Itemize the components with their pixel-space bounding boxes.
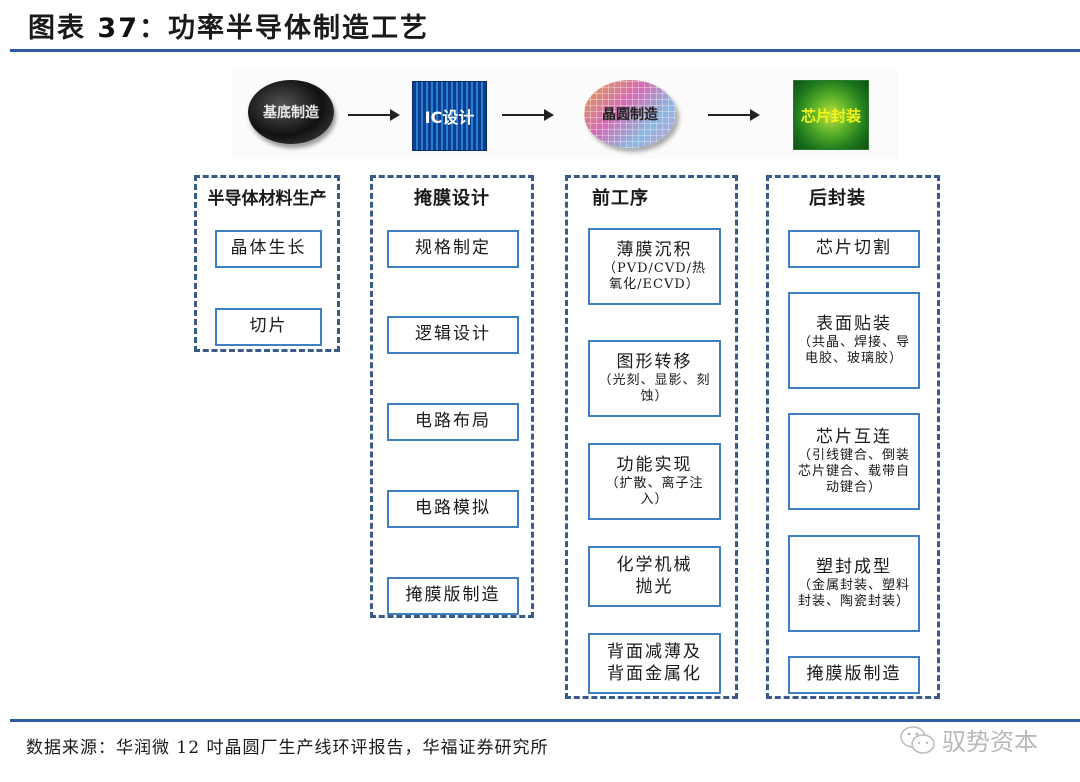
figure-label: 图表 bbox=[28, 13, 86, 44]
step-box: 功能实现 （扩散、离子注入） bbox=[588, 443, 721, 520]
arrow-right-icon bbox=[502, 109, 554, 121]
process-banner: 基底制造 IC设计 晶圆制造 芯片封装 bbox=[232, 68, 898, 158]
watermark-text: 驭势资本 bbox=[942, 728, 1038, 756]
stage-label: IC设计 bbox=[424, 108, 475, 127]
step-box: 图形转移 （光刻、显影、刻蚀） bbox=[588, 340, 721, 417]
wechat-icon bbox=[900, 725, 935, 754]
step-box: 掩膜版制造 bbox=[387, 577, 519, 615]
step-detail: （金属封装、塑料封装、陶瓷封装） bbox=[798, 577, 911, 610]
step-detail: （共晶、焊接、导电胶、玻璃胶） bbox=[798, 334, 911, 367]
step-label: 芯片互连 bbox=[816, 426, 892, 447]
step-label: 芯片切割 bbox=[816, 238, 892, 259]
group-title: 后封装 bbox=[809, 188, 866, 209]
step-label: 功能实现 bbox=[616, 454, 693, 475]
step-box: 电路模拟 bbox=[387, 490, 519, 528]
stage-label: 基底制造 bbox=[263, 105, 319, 121]
step-label: 图形转移 bbox=[616, 351, 693, 372]
arrow-right-icon bbox=[708, 109, 760, 121]
ic-chip-image: IC设计 bbox=[412, 81, 487, 151]
group-back-end-packaging: 后封装 芯片切割 表面贴装 （共晶、焊接、导电胶、玻璃胶） 芯片互连 （引线键合… bbox=[766, 175, 940, 699]
group-material-production: 半导体材料生产 晶体生长 切片 bbox=[194, 175, 340, 352]
step-label: 逻辑设计 bbox=[415, 324, 491, 345]
group-title: 前工序 bbox=[592, 188, 649, 209]
step-box: 规格制定 bbox=[387, 230, 519, 268]
step-label: 表面贴装 bbox=[816, 313, 892, 334]
figure-title: 图表 37：功率半导体制造工艺 bbox=[28, 6, 429, 45]
figure-title-text: ：功率半导体制造工艺 bbox=[138, 13, 429, 44]
wafer-substrate-image: 基底制造 bbox=[248, 80, 334, 144]
step-label: 掩膜版制造 bbox=[405, 585, 501, 606]
step-label: 掩膜版制造 bbox=[806, 664, 902, 685]
wafer-die-grid-image: 晶圆制造 bbox=[584, 80, 676, 148]
step-box: 芯片互连 （引线键合、倒装芯片键合、载带自动键合） bbox=[788, 413, 920, 510]
step-detail: （引线键合、倒装芯片键合、载带自动键合） bbox=[797, 447, 910, 496]
step-box: 掩膜版制造 bbox=[788, 656, 920, 694]
group-front-end-process: 前工序 薄膜沉积 （PVD/CVD/热氧化/ECVD） 图形转移 （光刻、显影、… bbox=[565, 175, 738, 699]
data-source-note: 数据来源：华润微 12 吋晶圆厂生产线环评报告，华福证券研究所 bbox=[26, 738, 549, 758]
group-mask-design: 掩膜设计 规格制定 逻辑设计 电路布局 电路模拟 掩膜版制造 bbox=[370, 175, 534, 618]
step-box: 薄膜沉积 （PVD/CVD/热氧化/ECVD） bbox=[588, 228, 721, 305]
step-box: 芯片切割 bbox=[788, 230, 920, 268]
chip-package-image: 芯片封装 bbox=[793, 80, 869, 150]
arrow-right-icon bbox=[348, 109, 400, 121]
step-label: 塑封成型 bbox=[816, 556, 892, 577]
step-label: 薄膜沉积 bbox=[616, 239, 693, 260]
step-label: 电路布局 bbox=[415, 411, 491, 432]
step-detail: （扩散、离子注入） bbox=[605, 475, 704, 508]
group-title: 半导体材料生产 bbox=[207, 189, 327, 209]
step-box: 表面贴装 （共晶、焊接、导电胶、玻璃胶） bbox=[788, 292, 920, 389]
step-label: 规格制定 bbox=[415, 238, 491, 259]
step-label: 化学机械抛光 bbox=[616, 555, 693, 597]
step-box: 背面减薄及背面金属化 bbox=[588, 633, 721, 694]
step-box: 逻辑设计 bbox=[387, 316, 519, 354]
step-detail: （光刻、显影、刻蚀） bbox=[598, 372, 711, 405]
bottom-divider bbox=[10, 719, 1080, 722]
step-box: 晶体生长 bbox=[215, 230, 322, 268]
step-label: 晶体生长 bbox=[230, 238, 307, 259]
step-box: 塑封成型 （金属封装、塑料封装、陶瓷封装） bbox=[788, 535, 920, 632]
step-box: 切片 bbox=[215, 308, 322, 346]
step-box: 电路布局 bbox=[387, 403, 519, 441]
figure-number: 37 bbox=[97, 13, 139, 44]
step-box: 化学机械抛光 bbox=[588, 546, 721, 607]
step-label: 切片 bbox=[249, 316, 288, 337]
top-divider bbox=[10, 49, 1080, 52]
watermark: 驭势资本 bbox=[898, 722, 1038, 757]
group-title: 掩膜设计 bbox=[414, 188, 490, 209]
step-label: 背面减薄及背面金属化 bbox=[607, 642, 702, 684]
step-label: 电路模拟 bbox=[415, 498, 491, 519]
step-detail: （PVD/CVD/热氧化/ECVD） bbox=[602, 260, 707, 293]
stage-label: 晶圆制造 bbox=[602, 107, 658, 123]
stage-label: 芯片封装 bbox=[800, 106, 861, 125]
